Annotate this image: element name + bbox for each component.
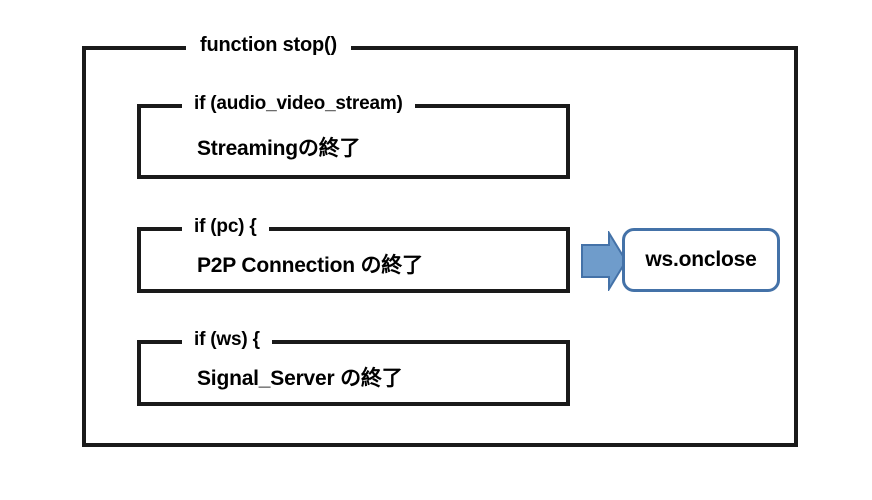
- condition-block-pc: [137, 227, 570, 293]
- condition-body-ws: Signal_Server の終了: [197, 367, 403, 390]
- condition-label-pc: if (pc) {: [182, 214, 269, 240]
- ws-onclose-label: ws.onclose: [645, 248, 757, 271]
- block-arrow-right-icon: [580, 229, 628, 293]
- condition-body-audio-video-stream: Streamingの終了: [197, 137, 361, 160]
- function-stop-frame: [82, 46, 798, 447]
- condition-body-pc: P2P Connection の終了: [197, 254, 423, 277]
- condition-label-audio-video-stream: if (audio_video_stream): [182, 91, 415, 117]
- ws-onclose-box[interactable]: ws.onclose: [622, 228, 780, 292]
- function-stop-label: function stop(): [186, 31, 351, 59]
- condition-block-ws: [137, 340, 570, 406]
- condition-label-ws: if (ws) {: [182, 327, 272, 353]
